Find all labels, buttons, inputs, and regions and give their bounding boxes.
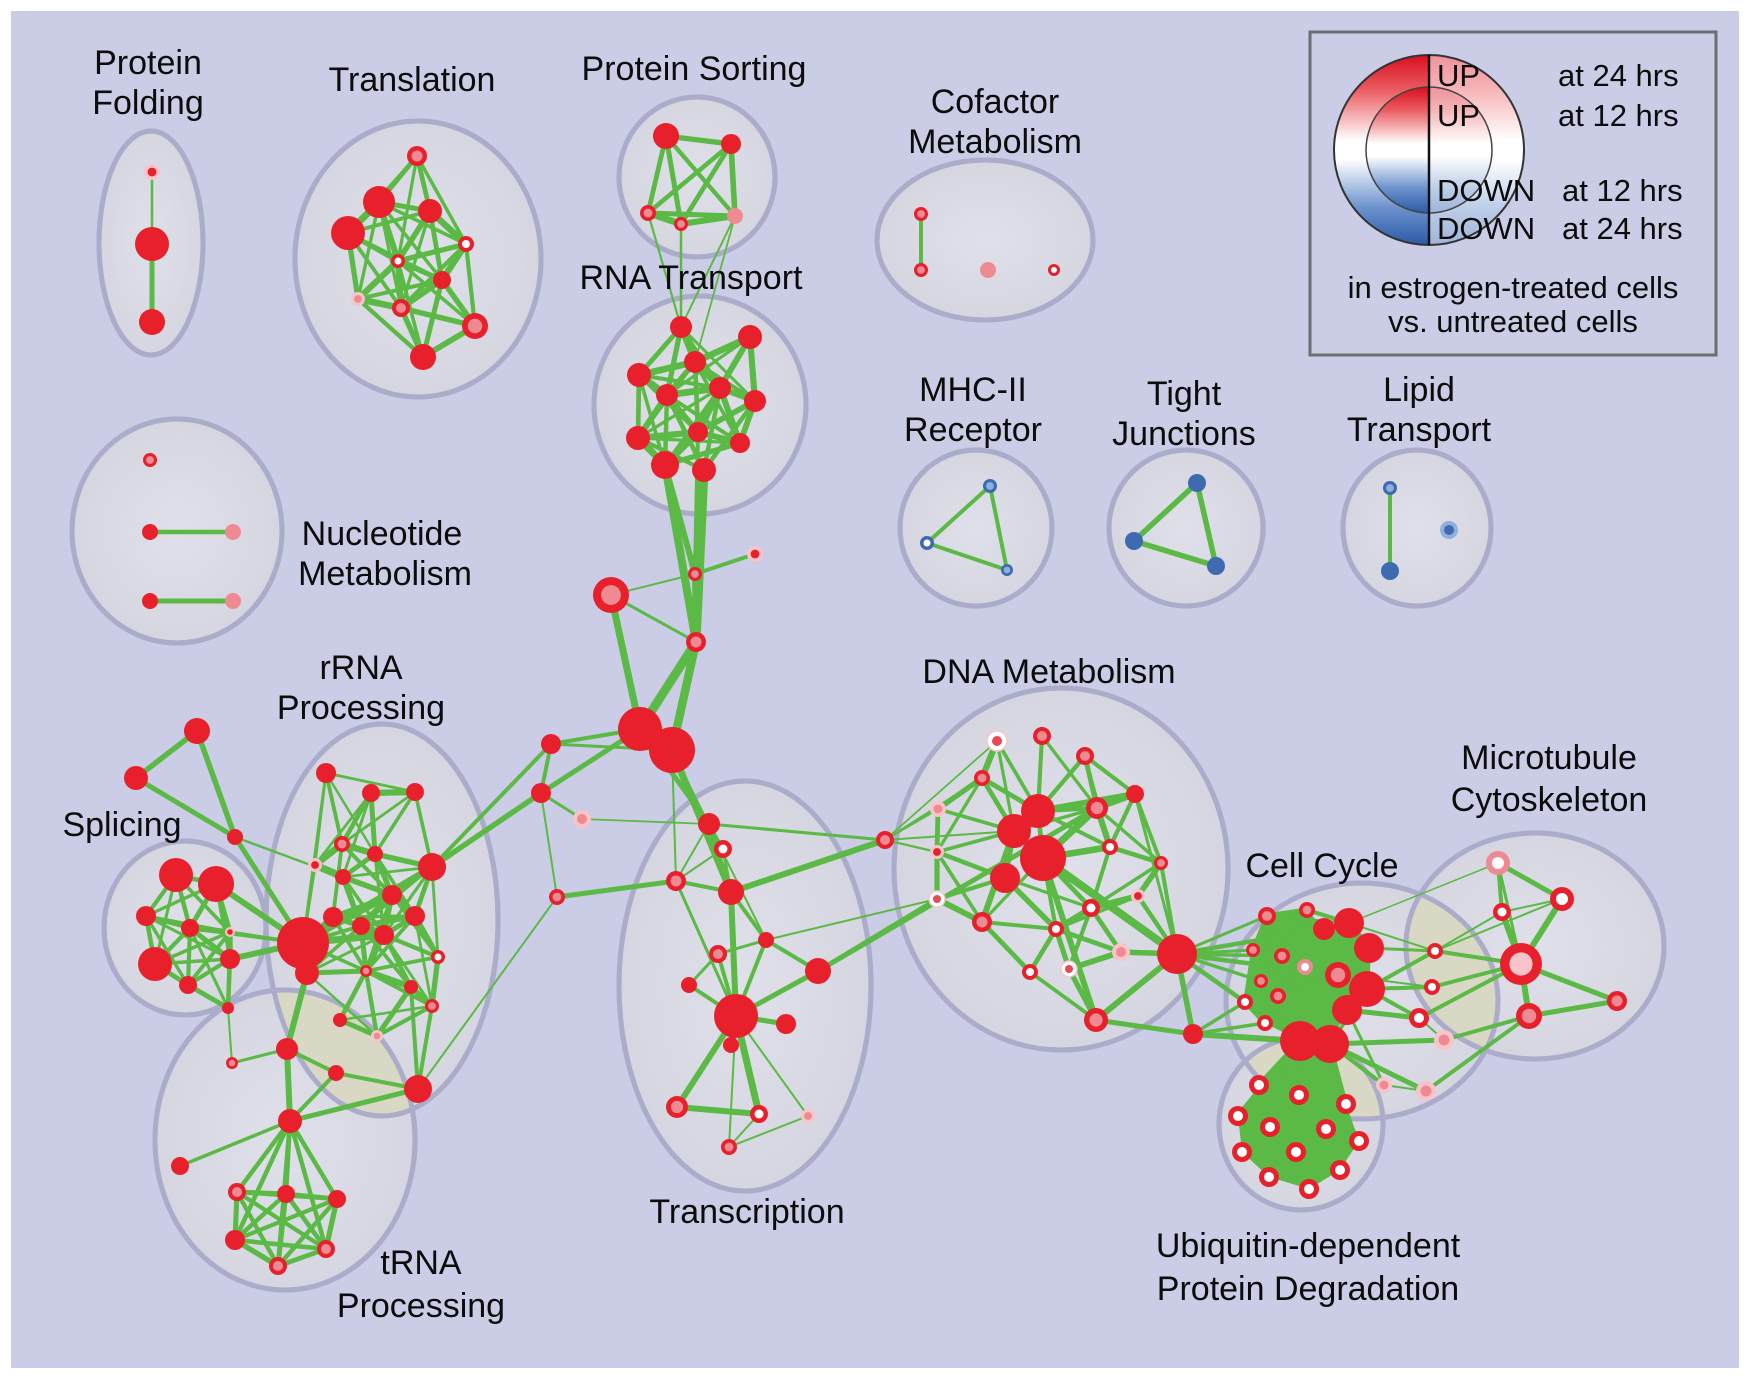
svg-text:Protein: Protein bbox=[94, 44, 202, 82]
svg-text:UP: UP bbox=[1437, 98, 1480, 133]
svg-text:Splicing: Splicing bbox=[62, 806, 181, 844]
svg-text:at 12 hrs: at 12 hrs bbox=[1562, 173, 1683, 208]
svg-text:Translation: Translation bbox=[329, 61, 496, 99]
svg-text:Lipid: Lipid bbox=[1383, 371, 1455, 409]
svg-text:at 24 hrs: at 24 hrs bbox=[1558, 58, 1679, 93]
svg-text:Folding: Folding bbox=[92, 84, 204, 122]
svg-text:UP: UP bbox=[1437, 58, 1480, 93]
svg-text:Cytoskeleton: Cytoskeleton bbox=[1451, 781, 1648, 819]
svg-text:DNA Metabolism: DNA Metabolism bbox=[922, 653, 1175, 691]
svg-text:tRNA: tRNA bbox=[380, 1244, 462, 1282]
svg-text:Metabolism: Metabolism bbox=[908, 123, 1082, 161]
svg-text:Cofactor: Cofactor bbox=[931, 83, 1060, 121]
svg-text:DOWN: DOWN bbox=[1437, 211, 1535, 246]
svg-text:Protein Sorting: Protein Sorting bbox=[582, 50, 807, 88]
svg-text:Metabolism: Metabolism bbox=[298, 555, 472, 593]
svg-text:Processing: Processing bbox=[277, 689, 445, 727]
svg-text:Microtubule: Microtubule bbox=[1461, 739, 1637, 777]
svg-text:Nucleotide: Nucleotide bbox=[302, 515, 463, 553]
svg-text:vs. untreated cells: vs. untreated cells bbox=[1388, 304, 1638, 339]
svg-text:DOWN: DOWN bbox=[1437, 173, 1535, 208]
svg-text:at 12 hrs: at 12 hrs bbox=[1558, 98, 1679, 133]
svg-text:rRNA: rRNA bbox=[319, 649, 402, 687]
svg-text:Transport: Transport bbox=[1347, 411, 1492, 449]
svg-text:MHC-II: MHC-II bbox=[919, 371, 1027, 409]
svg-text:RNA Transport: RNA Transport bbox=[580, 259, 804, 297]
svg-text:Processing: Processing bbox=[337, 1287, 505, 1325]
svg-text:Ubiquitin-dependent: Ubiquitin-dependent bbox=[1156, 1227, 1461, 1265]
svg-text:Cell Cycle: Cell Cycle bbox=[1245, 847, 1398, 885]
svg-text:Protein Degradation: Protein Degradation bbox=[1157, 1270, 1459, 1308]
svg-text:at 24 hrs: at 24 hrs bbox=[1562, 211, 1683, 246]
svg-text:Junctions: Junctions bbox=[1112, 415, 1256, 453]
svg-text:Tight: Tight bbox=[1147, 375, 1222, 413]
svg-text:in estrogen-treated cells: in estrogen-treated cells bbox=[1348, 270, 1679, 305]
svg-text:Receptor: Receptor bbox=[904, 411, 1042, 449]
svg-text:Transcription: Transcription bbox=[649, 1193, 844, 1231]
